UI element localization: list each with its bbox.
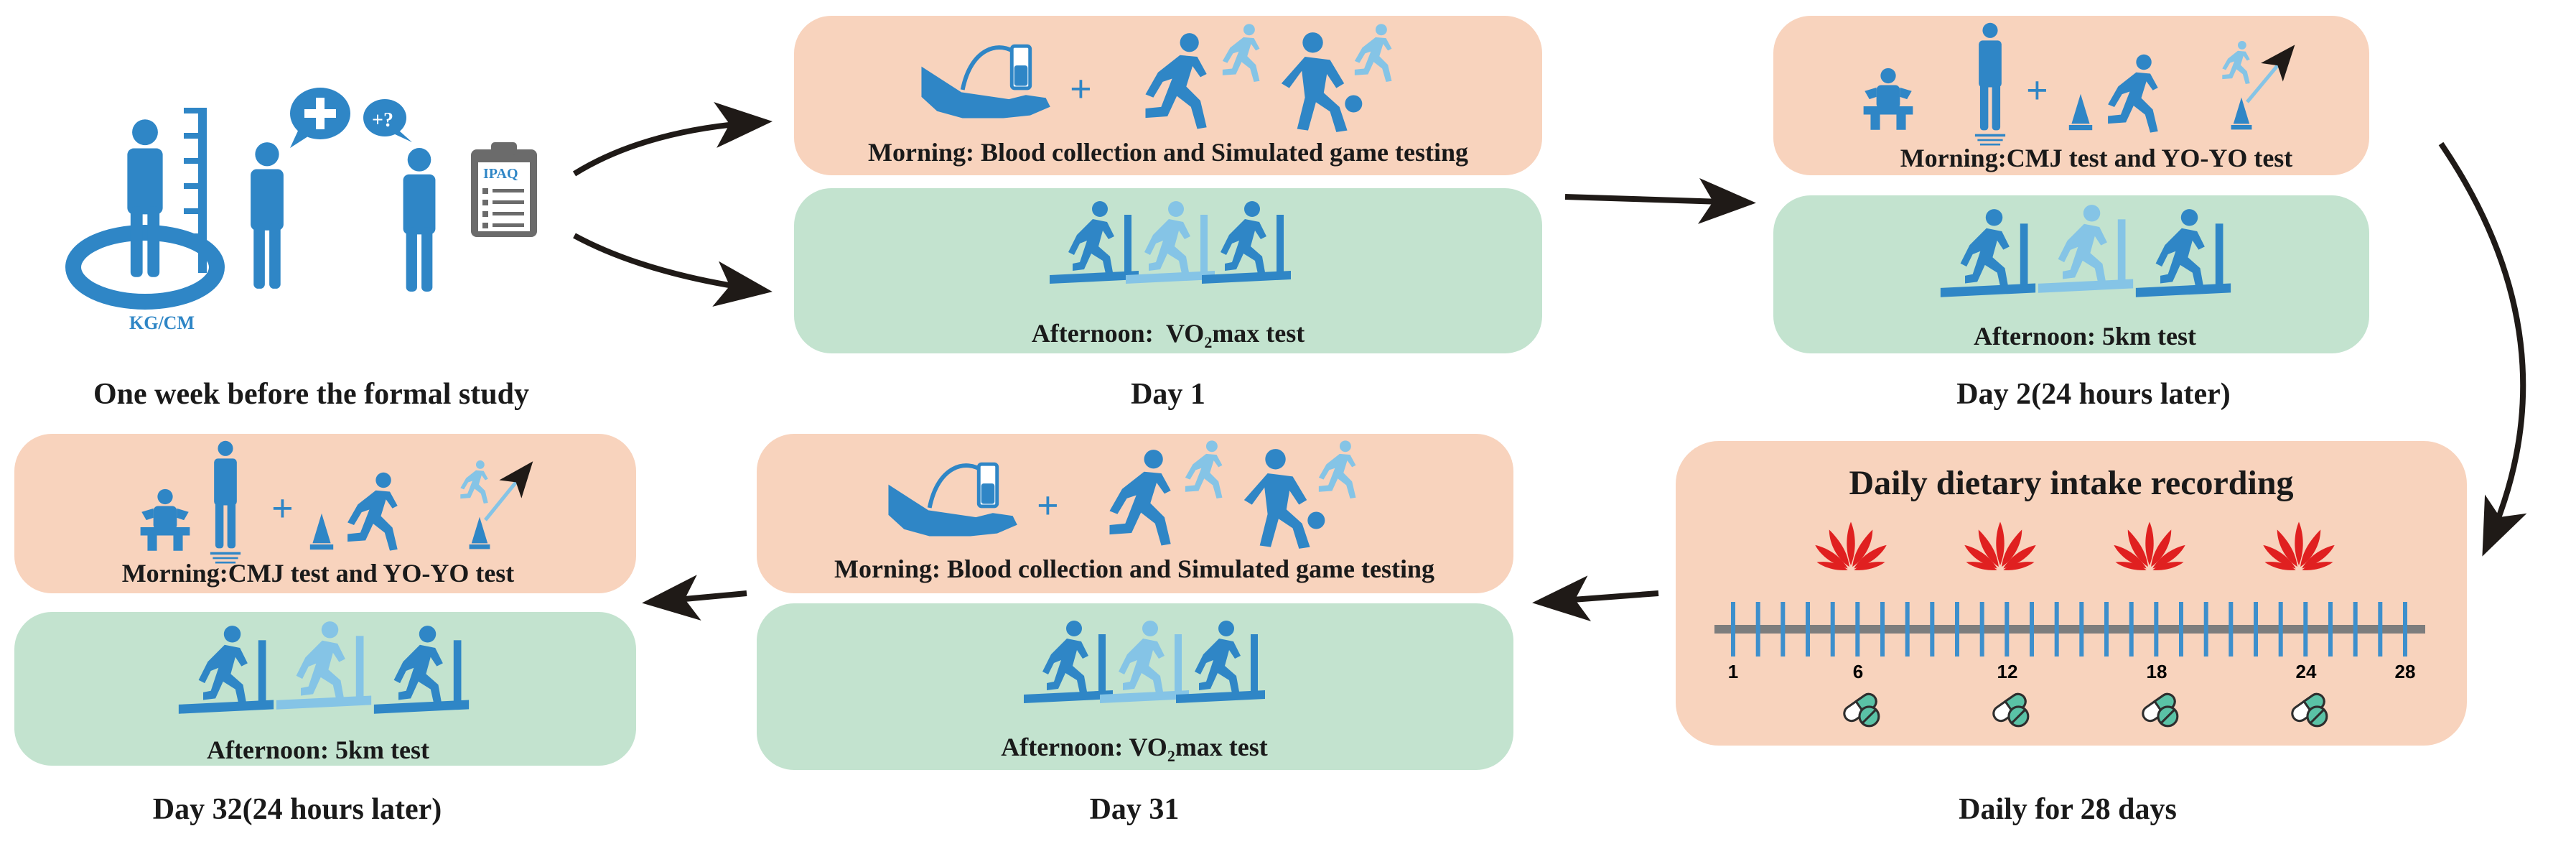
arrow-day2-to-dietary [2438,142,2527,557]
day31-afternoon-label: Afternoon: VO2max test [1001,733,1268,765]
person-measure-icon [127,119,163,277]
clipboard-icon: IPAQ [471,142,537,237]
timeline-tick [1731,602,1735,657]
timeline-tick [2154,602,2159,657]
tick-label: 12 [1997,661,2018,682]
day1-caption: Day 1 [1131,378,1205,411]
day31-caption: Day 31 [1090,793,1180,826]
tick-label: 28 [2395,661,2416,682]
timeline-tick [1855,602,1860,657]
day32-afternoon-label: Afternoon: 5km test [207,736,429,764]
timeline-tick [2328,602,2333,657]
question-bubble-icon: +? [363,99,412,142]
day2-morning-label: Morning:CMJ test and YO-YO test [1900,144,2293,172]
day1-morning-label: Morning: Blood collection and Simulated … [868,138,1468,167]
day32-caption: Day 32(24 hours later) [153,793,442,826]
timeline-tick [2378,602,2383,657]
plus-sign: + [1037,484,1059,527]
plus-sign: + [2026,69,2048,112]
timeline-tick [1755,602,1760,657]
timeline-tick [2203,602,2208,657]
scale-label: KG/CM [129,312,195,333]
dietary-box [1676,441,2467,746]
day2-afternoon-label: Afternoon: 5km test [1974,322,2196,351]
day1-afternoon-label: Afternoon: VO2max test [1032,319,1305,351]
arrow-day31-to-day32 [642,575,747,621]
pre-study-caption: One week before the formal study [93,378,529,411]
timeline-tick [1880,602,1885,657]
day2-caption: Day 2(24 hours later) [1956,378,2230,411]
scale-ring-icon [65,225,225,310]
dietary-caption: Daily for 28 days [1959,793,2177,826]
timeline-tick [2303,602,2308,657]
day31-group: + Morning: Blood collection and Simulate… [834,440,1434,826]
tick-label: 18 [2147,661,2167,682]
timeline-tick [2254,602,2258,657]
arrow-day1-to-day2 [1564,177,1756,224]
pre-study-group: KG/CM +? IPAQ One week befor [65,88,537,411]
person-medical-icon [251,142,284,289]
plus-sign: + [271,487,294,530]
path-arrow-icon [484,461,533,521]
arrow-to-day1-afternoon [573,233,773,307]
day1-group: + Morning: Blood collection and Simulate… [868,24,1468,411]
flow-arrows [572,102,2527,622]
svg-text:IPAQ: IPAQ [483,166,518,182]
timeline-tick [2079,602,2084,657]
timeline-tick [2129,602,2134,657]
ruler-icon [198,108,207,273]
tick-label: 6 [1853,661,1863,682]
timeline-tick [1806,602,1810,657]
tick-label: 24 [2296,661,2317,682]
timeline-tick [1905,602,1910,657]
day32-group: + Morning:CMJ test and YO-YO test Aftern… [122,440,533,826]
person-question-icon [403,148,436,292]
day32-afternoon-box [14,612,636,766]
arrow-to-day1-morning [572,102,773,177]
arrow-dietary-to-day31 [1532,575,1659,622]
timeline-tick [1781,602,1786,657]
timeline-tick [2005,602,2010,657]
day31-morning-label: Morning: Blood collection and Simulated … [834,555,1434,583]
timeline-tick [1955,602,1959,657]
day1-afternoon-box [794,188,1542,353]
day2-group: + Morning:CMJ test and YO-YO test Aftern… [1863,22,2295,411]
day32-morning-label: Morning:CMJ test and YO-YO test [122,559,515,588]
timeline-tick [1930,602,1935,657]
tick-label: 1 [1728,661,1738,682]
plus-sign: + [1070,68,1092,111]
timeline-bar [1714,625,2425,634]
timeline-tick [2403,602,2407,657]
timeline-tick [2179,602,2183,657]
timeline-tick [2353,602,2358,657]
timeline-tick [2229,602,2234,657]
timeline-tick [2054,602,2059,657]
svg-text:+?: +? [372,109,393,131]
timeline-tick [2278,602,2283,657]
timeline-tick [2030,602,2034,657]
timeline-tick [1979,602,1984,657]
medical-bubble-icon [290,88,350,148]
day2-morning-box [1773,16,2369,175]
dietary-title: Daily dietary intake recording [1849,464,2293,502]
dietary-group: Daily dietary intake recording 1 6 12 18… [1714,464,2425,826]
path-arrow-icon [2246,45,2295,103]
timeline-tick [2104,602,2109,657]
timeline-tick [1830,602,1835,657]
timeline-ticks [1731,602,2407,657]
